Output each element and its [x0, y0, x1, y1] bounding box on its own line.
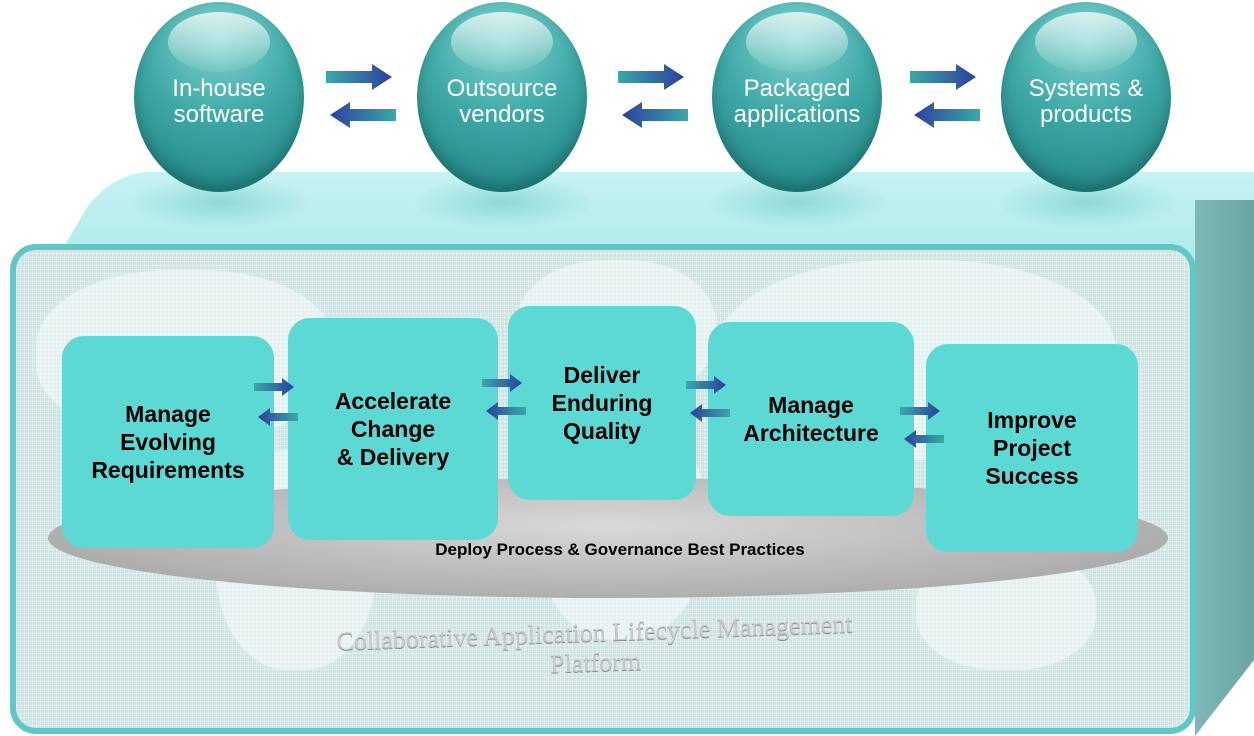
process-manage-architecture: Manage Architecture	[708, 322, 914, 516]
arrow-right-icon	[900, 402, 940, 420]
sphere-label: In-house software	[172, 75, 266, 128]
process-improve-project-success: Improve Project Success	[926, 344, 1138, 552]
process-manage-evolving-requirements: Manage Evolving Requirements	[62, 336, 274, 548]
sphere-in-house-software: In-house software	[130, 0, 310, 230]
arrow-left-icon	[330, 102, 396, 128]
sphere-label: Packaged applications	[733, 75, 861, 128]
sphere-highlight	[746, 12, 848, 72]
sphere-ball	[712, 2, 882, 192]
sphere-highlight	[1035, 12, 1137, 72]
sphere-systems-products: Systems & products	[997, 0, 1177, 230]
sphere-ball	[417, 2, 587, 192]
sphere-label: Systems & products	[1028, 75, 1144, 128]
sphere-highlight	[451, 12, 553, 72]
sphere-label: Outsource vendors	[446, 75, 558, 128]
arrow-right-icon	[910, 64, 976, 90]
arrow-left-icon	[486, 402, 526, 420]
arrow-right-icon	[482, 374, 522, 392]
process-deliver-enduring-quality: Deliver Enduring Quality	[508, 306, 696, 500]
arrow-left-icon	[914, 102, 980, 128]
platform-box-side	[1195, 200, 1254, 736]
sphere-outsource-vendors: Outsource vendors	[413, 0, 593, 230]
deploy-practices-label: Deploy Process & Governance Best Practic…	[435, 540, 805, 559]
sphere-packaged-applications: Packaged applications	[708, 0, 888, 230]
arrow-left-icon	[690, 404, 730, 422]
arrow-left-icon	[258, 408, 298, 426]
sphere-highlight	[168, 12, 270, 72]
arrow-right-icon	[618, 64, 684, 90]
arrow-left-icon	[622, 102, 688, 128]
arrow-left-icon	[904, 430, 944, 448]
sphere-ball	[1001, 2, 1171, 192]
sphere-ball	[134, 2, 304, 192]
platform-box-side-cut	[1195, 660, 1254, 736]
process-accelerate-change-delivery: Accelerate Change & Delivery	[288, 318, 498, 540]
arrow-right-icon	[686, 376, 726, 394]
arrow-right-icon	[326, 64, 392, 90]
arrow-right-icon	[254, 378, 294, 396]
